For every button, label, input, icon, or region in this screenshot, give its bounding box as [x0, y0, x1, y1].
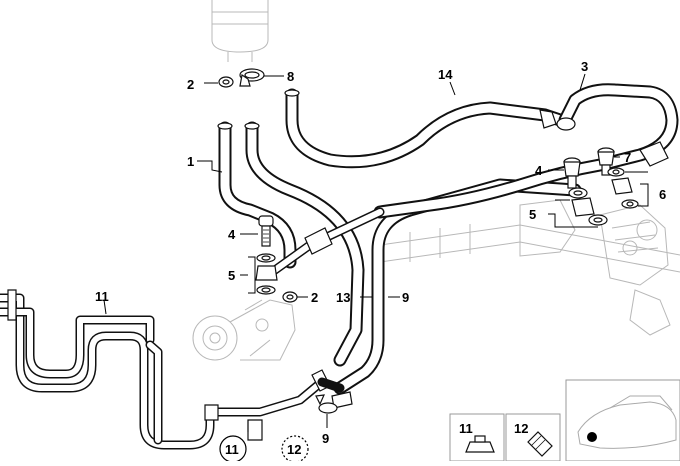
inset-screw: 12 — [505, 413, 561, 462]
location-dot-icon — [587, 432, 597, 442]
callout-7: 7 — [624, 150, 631, 165]
washers-rack-5 — [568, 187, 608, 226]
marker-11-label: 11 — [225, 442, 239, 457]
marker-11: 11 — [219, 435, 247, 463]
callout-5-rack: 5 — [529, 207, 536, 222]
marker-12: 12 — [281, 435, 309, 463]
leader-lines — [103, 73, 649, 432]
steering-rack-ghost — [379, 199, 680, 336]
callout-3: 3 — [581, 59, 588, 74]
clamp-9-top — [239, 68, 265, 87]
pressure-hose-14 — [284, 88, 567, 169]
washers-rack-6 — [607, 167, 639, 209]
clamp-2-top — [218, 76, 234, 88]
callout-4-pump: 4 — [228, 227, 236, 242]
inset-car-locator — [565, 379, 680, 462]
callout-labels: 2 8 1 4 5 2 11 13 9 14 3 4 5 7 6 9 — [95, 59, 666, 446]
hose-end-fittings — [311, 369, 353, 409]
callout-10: 11 — [95, 289, 109, 304]
washers-pump — [255, 253, 278, 295]
inset-clip-nut: 11 — [449, 413, 505, 462]
inset-12-label: 12 — [514, 421, 528, 436]
marker-12-label: 12 — [287, 442, 301, 457]
banjo-bolt-rack-4 — [563, 157, 581, 189]
cooler-loop-pipe — [0, 289, 323, 450]
clamp-2-pump — [282, 291, 298, 303]
callout-9-bottom: 9 — [322, 431, 329, 446]
banjo-bolt-pump — [258, 215, 274, 247]
pressure-line-to-pump — [263, 207, 385, 280]
inset-11-label: 11 — [459, 421, 473, 436]
callout-4-rack: 4 — [535, 163, 543, 178]
callout-2-top: 2 — [187, 77, 194, 92]
callout-8: 9 — [402, 290, 409, 305]
banjo-bolt-rack-7 — [597, 147, 615, 176]
return-hose-13 — [244, 121, 365, 367]
callout-1: 1 — [187, 154, 194, 169]
callout-2-pump: 2 — [311, 290, 318, 305]
callout-5-pump: 5 — [228, 268, 235, 283]
callout-14: 14 — [438, 67, 453, 82]
callout-9-top: 8 — [287, 69, 294, 84]
callout-13: 13 — [336, 290, 350, 305]
hose-1 — [217, 121, 297, 269]
callout-6: 6 — [659, 187, 666, 202]
fluid-reservoir — [211, 0, 269, 62]
hose-3 — [373, 83, 679, 219]
clamp-9-bottom — [315, 394, 338, 414]
power-steering-pump — [192, 299, 296, 361]
